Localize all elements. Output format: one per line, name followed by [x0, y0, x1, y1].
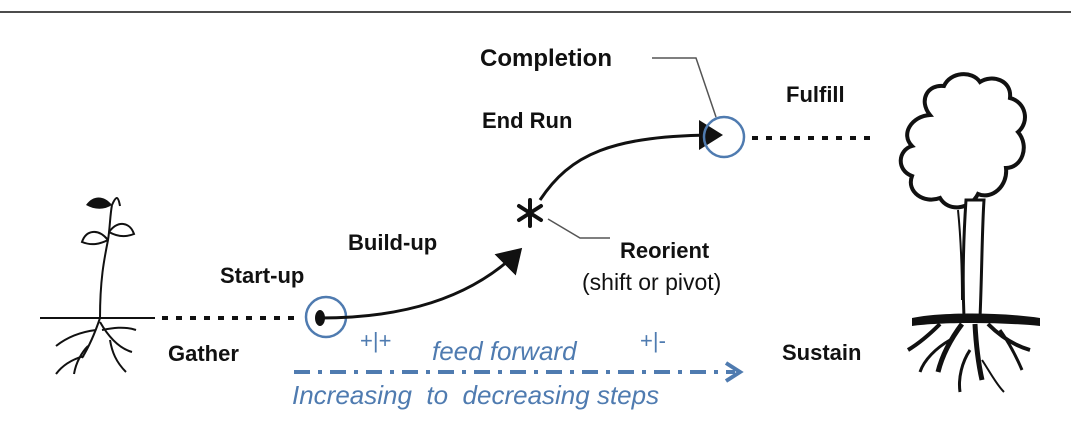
build-up-arrow — [319, 247, 523, 320]
start-up-label: Start-up — [220, 263, 304, 288]
asterisk-icon — [517, 198, 543, 228]
completion-label: Completion — [480, 45, 612, 72]
fulfill-label: Fulfill — [786, 82, 845, 107]
reorient-label: Reorient — [620, 238, 710, 263]
completion-leader — [652, 57, 717, 118]
feed-forward-label: feed forward — [432, 336, 578, 366]
seedling-icon — [40, 197, 155, 375]
end-run-label: End Run — [482, 108, 572, 133]
end-run-arrow — [538, 120, 723, 201]
reorient-leader — [547, 218, 610, 239]
build-up-label: Build-up — [348, 230, 437, 255]
gather-label: Gather — [168, 341, 239, 366]
tree-icon — [898, 72, 1040, 393]
sustain-label: Sustain — [782, 340, 861, 365]
reorient-sub-label: (shift or pivot) — [582, 269, 721, 295]
completion-circle — [702, 115, 746, 159]
plus-minus-label: +|- — [640, 328, 666, 353]
plus-plus-label: +|+ — [360, 328, 391, 353]
feed-forward-arrowhead — [724, 361, 744, 383]
steps-caption: Increasing to decreasing steps — [292, 380, 659, 410]
